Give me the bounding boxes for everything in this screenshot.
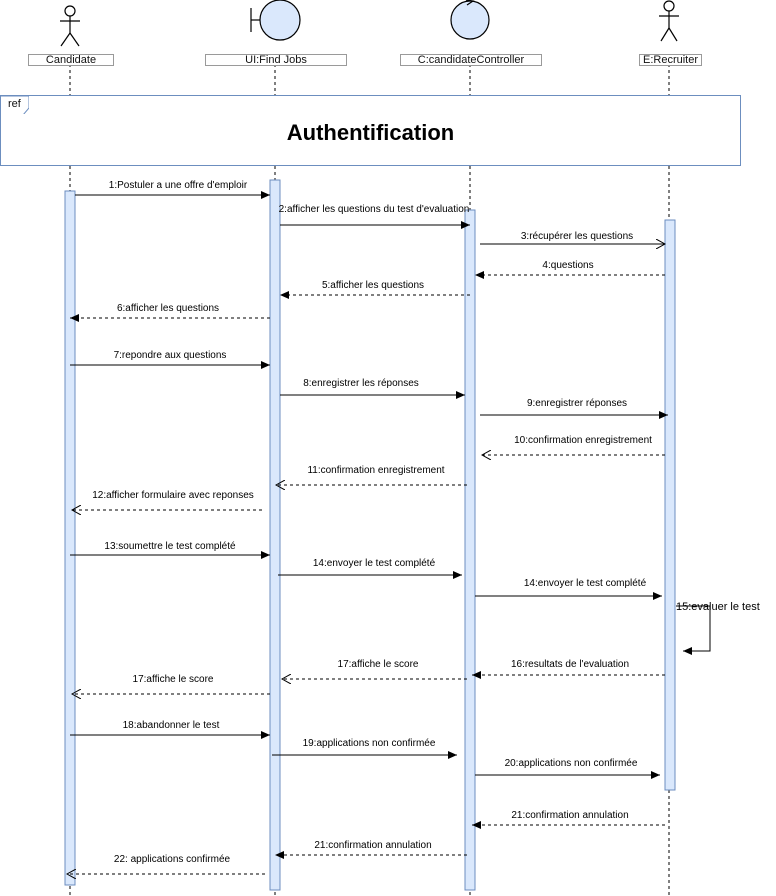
activation-candidate	[64, 190, 76, 886]
message-label: 22: applications confirmée	[113, 854, 231, 865]
self-message-arrow	[676, 605, 711, 655]
message-label: 7:repondre aux questions	[113, 350, 227, 361]
ref-frame: ref Authentification	[0, 95, 741, 166]
message-label: 17:affiche le score	[132, 674, 214, 685]
message-label: 18:abandonner le test	[122, 720, 220, 731]
activation-recruiter	[664, 219, 676, 791]
message-label: 10:confirmation enregistrement	[514, 435, 652, 446]
ref-title: Authentification	[286, 120, 455, 145]
message-label: 19:applications non confirmée	[302, 738, 436, 749]
message-label: 21:confirmation annulation	[314, 840, 432, 851]
lifeline-candidate-label: Candidate	[28, 54, 114, 66]
lifeline-recruiter-label: E:Recruiter	[639, 54, 702, 66]
message-label: 12:afficher formulaire avec reponses	[92, 490, 254, 501]
message-label: 14:envoyer le test complété	[523, 578, 647, 589]
message-label: 4:questions	[542, 260, 594, 271]
message-label: 21:confirmation annulation	[511, 810, 629, 821]
boundary-icon	[250, 0, 301, 41]
message-label: 14:envoyer le test complété	[312, 558, 436, 569]
ref-tag-label: ref	[8, 98, 21, 110]
message-label: 17:affiche le score	[337, 659, 419, 670]
message-label: 1:Postuler a une offre d'emploir	[108, 180, 248, 191]
message-label: 13:soumettre le test complété	[104, 541, 236, 552]
message-label: 11:confirmation enregistrement	[307, 465, 445, 476]
self-message-label: 15:evaluer le test	[676, 601, 760, 613]
message-label: 16:resultats de l'evaluation	[510, 659, 630, 670]
message-label: 9:enregistrer réponses	[526, 398, 628, 409]
lifeline-controller-label: C:candidateController	[400, 54, 542, 66]
lifeline-ui-label: UI:Find Jobs	[205, 54, 347, 66]
ref-tag-shape	[1, 96, 29, 114]
message-label: 3:récupérer les questions	[520, 231, 634, 242]
messages-layer	[67, 191, 711, 874]
stick-figure-icon	[659, 0, 679, 42]
control-icon	[450, 0, 490, 40]
message-label: 20:applications non confirmée	[504, 758, 638, 769]
stick-figure-icon	[60, 5, 80, 47]
activation-ui	[269, 179, 281, 891]
activation-controller	[464, 209, 476, 891]
message-label: 6:afficher les questions	[116, 303, 220, 314]
message-label: 8:enregistrer les réponses	[303, 378, 419, 389]
message-label: 2:afficher les questions du test d'evalu…	[278, 204, 470, 215]
message-label: 5:afficher les questions	[321, 280, 425, 291]
